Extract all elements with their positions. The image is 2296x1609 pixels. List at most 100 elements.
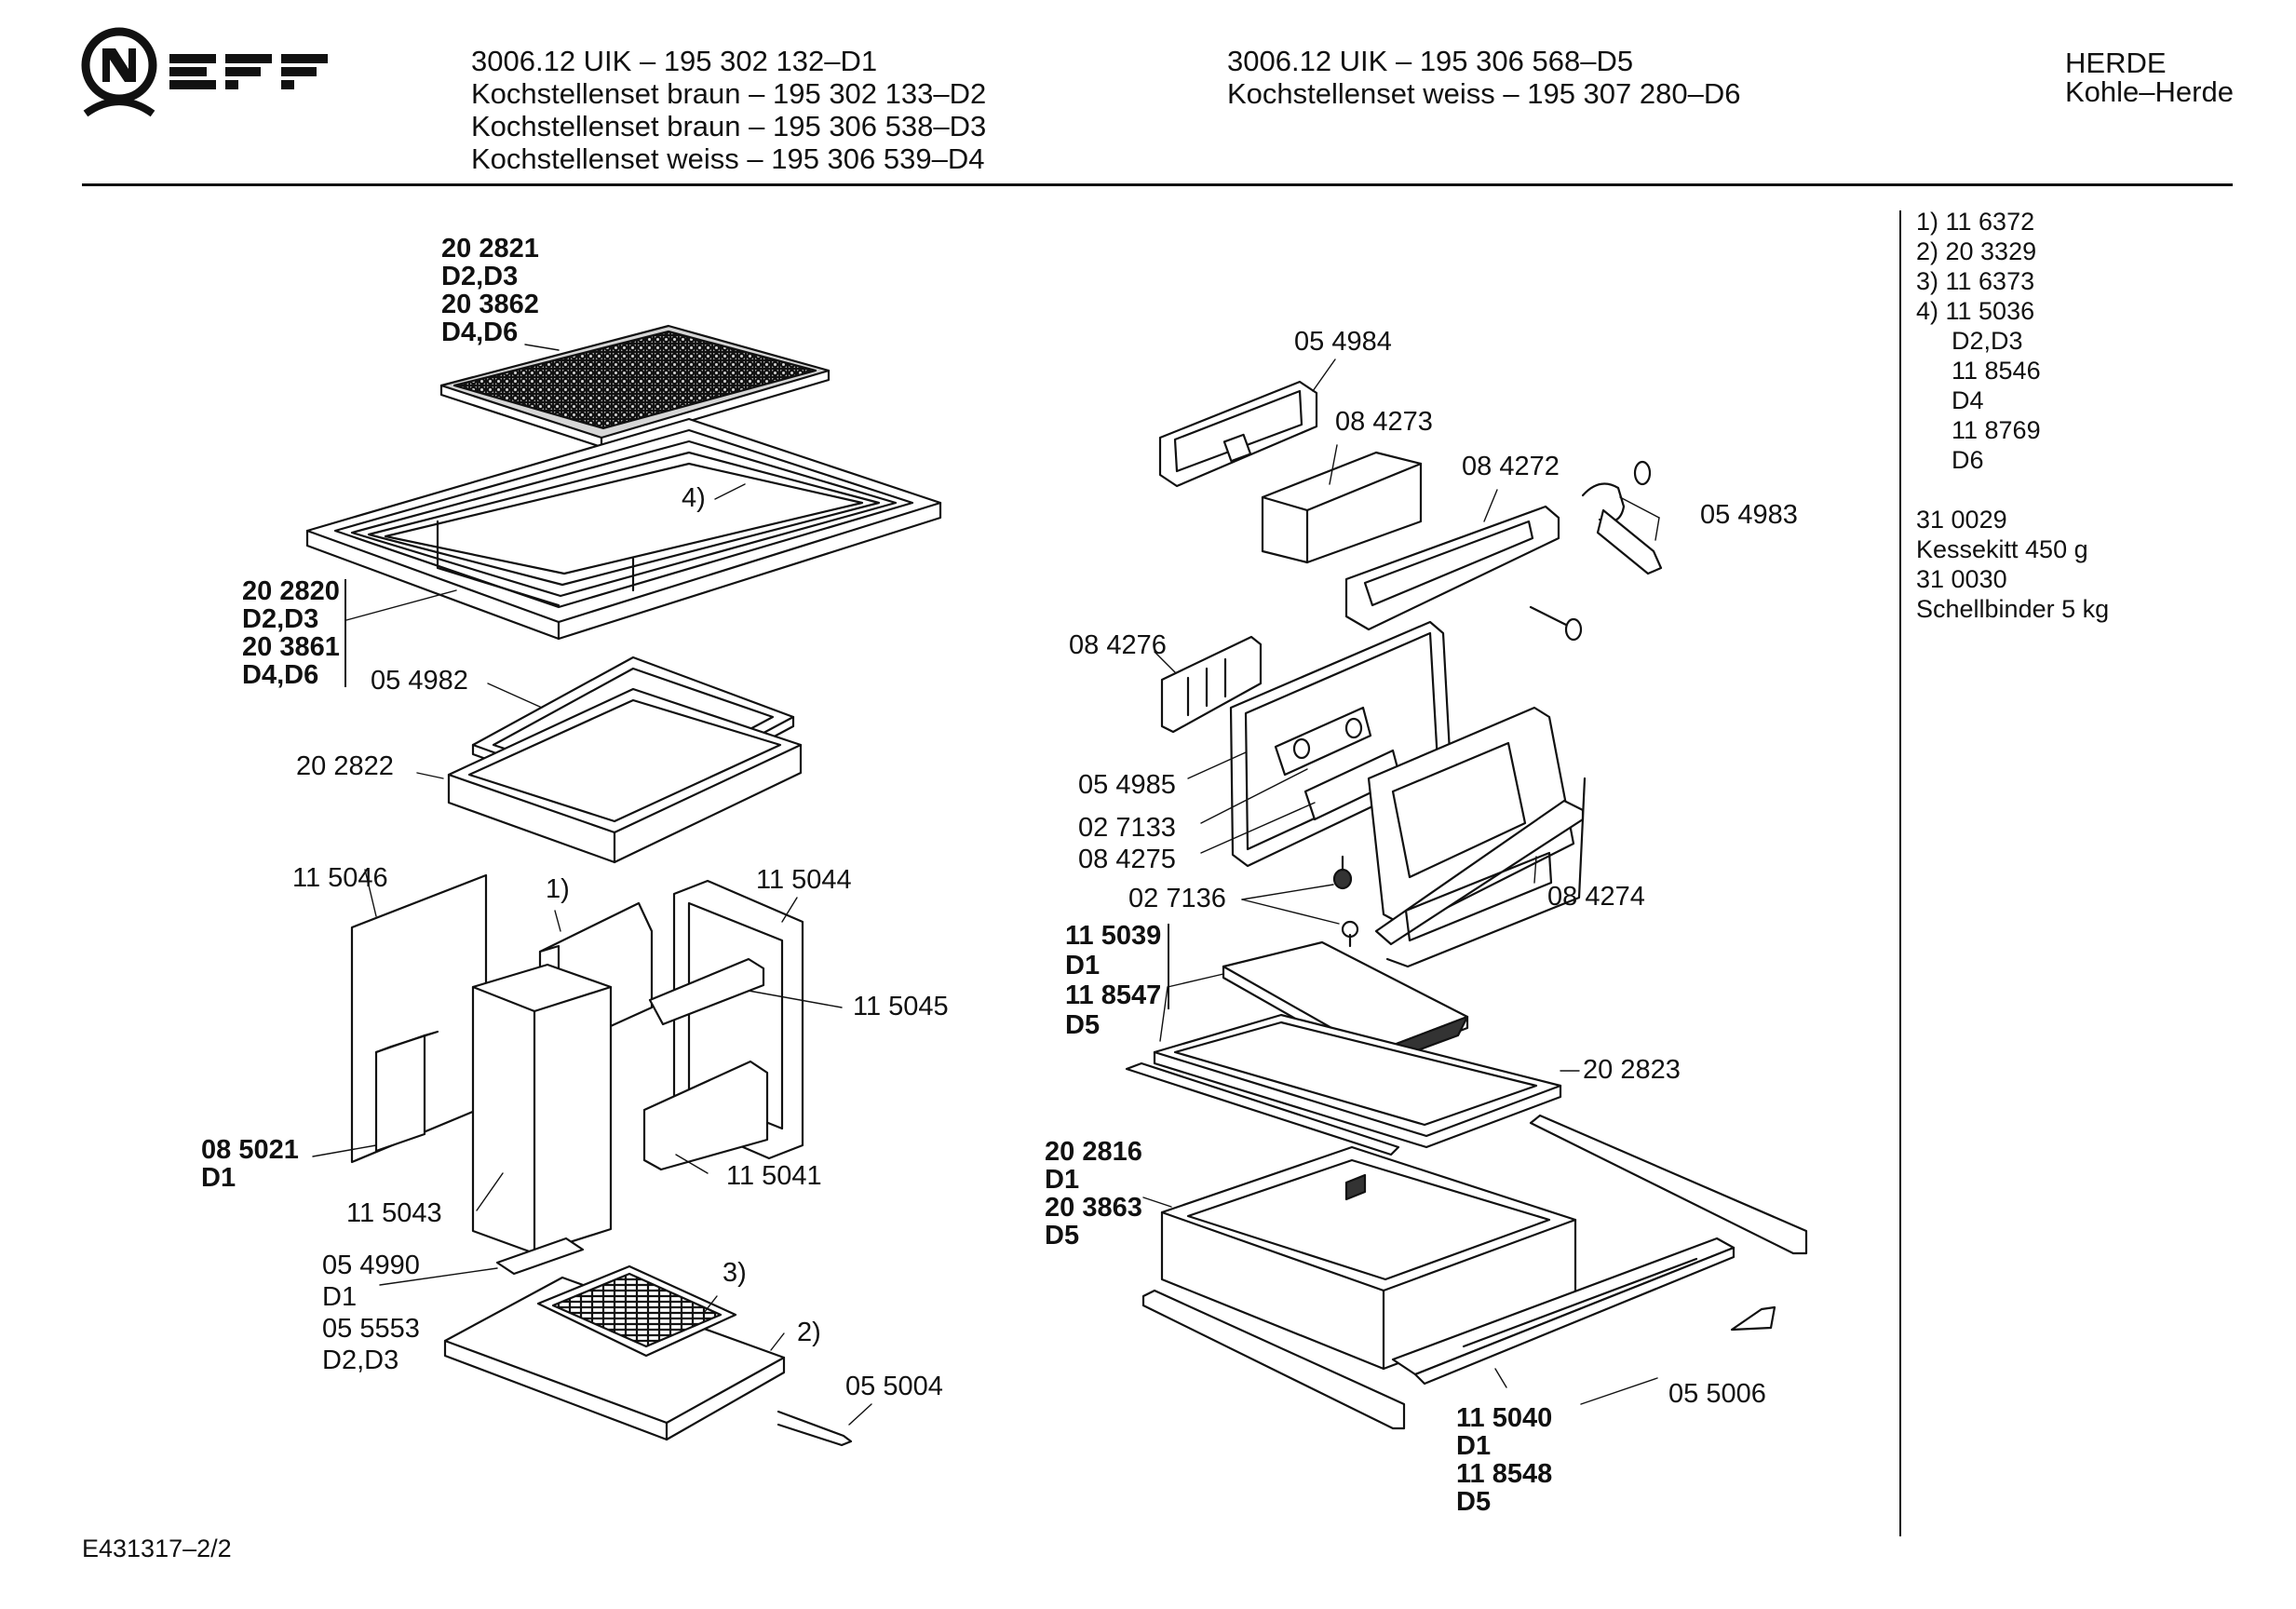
label-202816-variant: D1 [1045,1165,1080,1195]
part-door-outer [1367,706,1587,968]
header-rule [82,183,2233,186]
label-118548-variant: D5 [1456,1487,1492,1517]
part-grate [536,1264,737,1358]
header-col1-line4: Kochstellenset weiss – 195 306 539–D4 [471,142,985,175]
part-door-hinge-upper [1344,505,1560,631]
label-084273: 08 4273 [1335,407,1433,437]
part-door-block [1261,451,1423,564]
label-202823: 20 2823 [1583,1055,1681,1085]
header-col2: 3006.12 UIK – 195 306 568–D5 Kochstellen… [1227,45,1740,110]
side-note-3: 3) 11 6373 [1916,267,2035,295]
label-note-3: 3) [723,1258,747,1288]
part-screw-027136 [1332,855,1359,948]
part-drawer-front [1391,1237,1736,1386]
footer-code: E431317–2/2 [82,1535,232,1562]
header-col3: HERDE Kohle–Herde [2065,47,2234,108]
label-054985: 05 4985 [1078,770,1176,800]
label-027133: 02 7133 [1078,813,1176,843]
label-203861-variant: D4,D6 [242,660,319,690]
side-note-12: Kessekitt 450 g [1916,535,2088,563]
label-115045: 11 5045 [853,992,949,1021]
label-054990-variant: D1 [322,1282,358,1312]
header-col1-line3: Kochstellenset braun – 195 306 538–D3 [471,110,987,142]
label-055553-variant: D2,D3 [322,1345,399,1375]
label-115044: 11 5044 [756,865,852,895]
label-055006: 05 5006 [1668,1379,1766,1409]
label-115046: 11 5046 [292,863,388,893]
label-note-4: 4) [682,483,706,513]
label-202816: 20 2816 [1045,1137,1142,1167]
side-note-9: D6 [1952,446,1984,474]
neff-logo-mark [81,27,328,117]
side-note-1: 1) 11 6372 [1916,208,2035,236]
side-note-6: 11 8546 [1952,357,2041,385]
part-side-panel-right [642,879,804,1171]
part-front-panel [471,963,613,1255]
label-085021-variant: D1 [201,1163,236,1193]
part-rail-left [1125,1061,1400,1156]
label-203863-variant: D5 [1045,1221,1080,1251]
label-note-2: 2) [797,1318,821,1347]
bracket-line-left [344,579,346,687]
part-rail-bottom-left [1141,1289,1406,1430]
part-rail-right [1529,1114,1808,1255]
header-col3-line2: Kohle–Herde [2065,75,2234,108]
label-115039-variant: D1 [1065,951,1101,980]
header-col2-line2: Kochstellenset weiss – 195 307 280–D6 [1227,77,1741,110]
label-055004: 05 5004 [845,1372,943,1401]
part-ash-drawer [1160,1145,1577,1371]
label-085021: 08 5021 [201,1135,299,1165]
label-115040-variant: D1 [1456,1431,1492,1461]
label-115041: 11 5041 [726,1161,822,1191]
part-small-tool [495,1237,585,1276]
label-084276: 08 4276 [1069,630,1167,660]
side-note-7: D4 [1952,386,1984,414]
part-frame-base [447,687,803,864]
leader-lines [312,344,1660,1426]
side-note-8: 11 8769 [1952,416,2041,444]
label-118547: 11 8547 [1065,980,1162,1010]
label-202820: 20 2820 [242,576,340,606]
label-054982: 05 4982 [371,666,468,696]
part-door-frame-small [1158,380,1318,488]
label-203861: 20 3861 [242,632,340,662]
label-203863: 20 3863 [1045,1193,1142,1223]
part-poker [777,1410,853,1447]
label-203862-variant: D4,D6 [441,318,519,347]
label-054984: 05 4984 [1294,327,1392,357]
label-202821: 20 2821 [441,234,539,264]
label-note-1: 1) [546,874,570,904]
part-door-inner [1229,620,1452,868]
part-bracket-084276 [1160,635,1263,734]
label-084275: 08 4275 [1078,845,1176,874]
label-055553: 05 5553 [322,1314,420,1344]
label-202820-variant: D2,D3 [242,604,319,634]
part-rail-bottom-right [1730,1305,1776,1332]
label-115039: 11 5039 [1065,921,1162,951]
part-screws-handle [1529,460,1663,642]
part-side-panel-left [350,873,488,1164]
bracket-line-right [1168,924,1169,1009]
side-note-14: Schellbinder 5 kg [1916,595,2110,623]
header-col1-line2: Kochstellenset braun – 195 302 133–D2 [471,77,987,110]
label-084274: 08 4274 [1547,882,1645,912]
label-115040: 11 5040 [1456,1403,1553,1433]
header-col2-line1: 3006.12 UIK – 195 306 568–D5 [1227,45,1634,77]
label-054990: 05 4990 [322,1251,420,1280]
part-tray-plate [1153,1013,1562,1149]
label-084272: 08 4272 [1462,452,1560,481]
label-027136: 02 7136 [1128,884,1226,913]
label-115043: 11 5043 [346,1198,442,1228]
label-118547-variant: D5 [1065,1010,1101,1040]
side-note-13: 31 0030 [1916,565,2007,593]
header-col1: 3006.12 UIK – 195 302 132–D1 Kochstellen… [471,45,986,175]
side-note-5: D2,D3 [1952,327,2023,355]
label-203862: 20 3862 [441,290,539,319]
part-top-frame [305,417,942,641]
label-202821-variant: D2,D3 [441,262,519,291]
header-col3-line1: HERDE [2065,47,2167,79]
side-note-11: 31 0029 [1916,506,2007,534]
part-grate-tray [443,1276,786,1441]
label-202822: 20 2822 [296,751,394,781]
